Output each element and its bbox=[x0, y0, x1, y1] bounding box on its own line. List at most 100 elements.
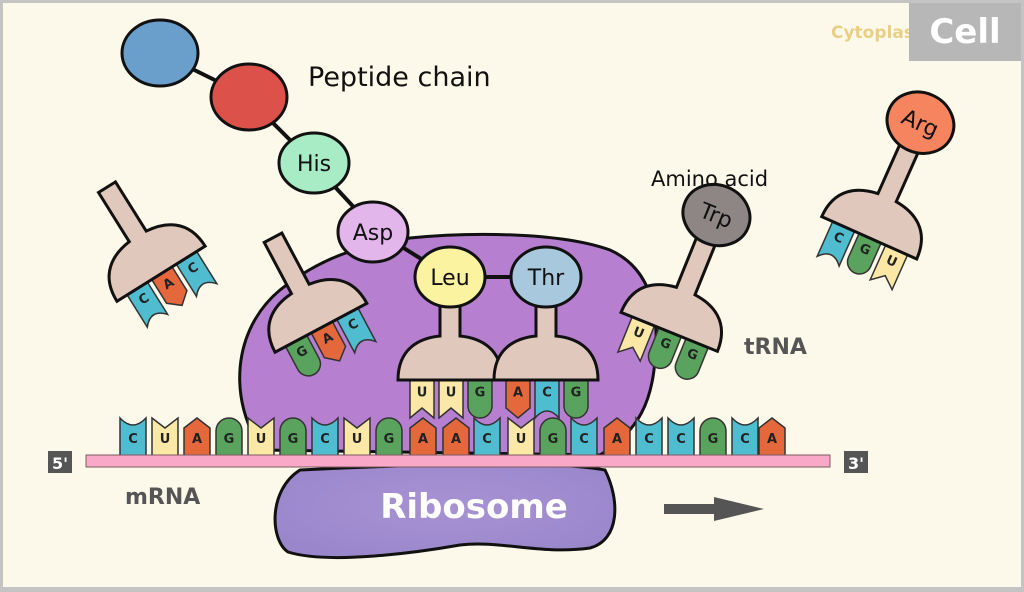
mrna-base-G: G bbox=[279, 417, 307, 457]
mrna-base-G: G bbox=[215, 417, 243, 457]
mrna-base-C: C bbox=[311, 416, 339, 457]
svg-text:C: C bbox=[676, 432, 686, 447]
anticodon-base-G: G bbox=[283, 332, 322, 377]
anticodon-base-U: U bbox=[868, 242, 910, 292]
svg-text:5': 5' bbox=[52, 454, 68, 473]
trna-exiting: GAC bbox=[262, 230, 378, 377]
svg-text:Leu: Leu bbox=[430, 266, 469, 291]
svg-text:A: A bbox=[192, 432, 202, 447]
svg-text:U: U bbox=[446, 385, 457, 400]
anticodon-base-G: G bbox=[563, 377, 589, 419]
amino-acid-his: His bbox=[277, 131, 351, 195]
amino-acid-trp bbox=[681, 182, 752, 248]
svg-text:U: U bbox=[516, 432, 527, 447]
amino-acid-label: Amino acid bbox=[651, 167, 768, 191]
amino-acid-arg bbox=[885, 90, 956, 155]
mrna-base-A: A bbox=[183, 417, 211, 457]
svg-text:G: G bbox=[384, 432, 395, 447]
svg-text:A: A bbox=[767, 432, 777, 447]
mrna-base-A: A bbox=[758, 417, 786, 457]
svg-text:C: C bbox=[740, 432, 750, 447]
peptide-chain-label: Peptide chain bbox=[308, 62, 491, 93]
svg-text:Asp: Asp bbox=[353, 221, 393, 246]
svg-text:A: A bbox=[418, 432, 428, 447]
svg-text:U: U bbox=[160, 432, 171, 447]
svg-text:C: C bbox=[644, 432, 654, 447]
mrna-base-G: G bbox=[539, 417, 567, 457]
svg-text:C: C bbox=[579, 432, 589, 447]
svg-text:U: U bbox=[417, 385, 428, 400]
anticodon-base-U: U bbox=[616, 314, 657, 363]
svg-text:U: U bbox=[631, 324, 646, 342]
amino-acid-asp: Asp bbox=[336, 200, 410, 264]
anticodon-base-C: C bbox=[815, 218, 857, 269]
svg-text:G: G bbox=[475, 385, 486, 400]
anticodon-base-G: G bbox=[467, 377, 493, 419]
svg-text:Thr: Thr bbox=[527, 266, 565, 291]
mrna-base-U: U bbox=[507, 416, 535, 457]
anticodon-base-C: C bbox=[174, 248, 219, 299]
svg-text:C: C bbox=[320, 432, 330, 447]
ribosome-label: Ribosome bbox=[380, 487, 568, 527]
amino-acid-unlabeled bbox=[120, 18, 200, 88]
anticodon-base-U: U bbox=[409, 377, 435, 420]
mrna-base-A: A bbox=[409, 417, 437, 457]
trna-label: tRNA bbox=[744, 335, 807, 360]
svg-text:His: His bbox=[297, 152, 331, 177]
amino-acid-thr: Thr bbox=[509, 245, 583, 309]
svg-text:C: C bbox=[482, 432, 492, 447]
mrna-base-A: A bbox=[603, 417, 631, 457]
trna-body bbox=[96, 179, 208, 304]
mrna-base-G: G bbox=[375, 417, 403, 457]
svg-text:G: G bbox=[658, 335, 674, 353]
svg-text:G: G bbox=[548, 432, 559, 447]
mrna-base-C: C bbox=[473, 416, 501, 457]
svg-text:G: G bbox=[224, 432, 235, 447]
trna-free-left: CAC bbox=[96, 179, 219, 330]
svg-text:C: C bbox=[128, 432, 138, 447]
svg-text:G: G bbox=[571, 385, 582, 400]
svg-text:U: U bbox=[256, 432, 267, 447]
cytoplasm-label: Cytoplasm bbox=[831, 23, 932, 43]
svg-text:A: A bbox=[451, 432, 461, 447]
anticodon-base-G: G bbox=[674, 335, 710, 380]
mrna-base-C: C bbox=[119, 416, 147, 457]
anticodon-base-G: G bbox=[846, 230, 883, 275]
mrna-base-C: C bbox=[731, 416, 759, 457]
five-prime-tag: 5' bbox=[48, 451, 72, 473]
svg-text:U: U bbox=[352, 432, 363, 447]
svg-text:3': 3' bbox=[848, 454, 864, 473]
amino-acid-leu: Leu bbox=[413, 245, 487, 309]
mrna-base-A: A bbox=[442, 417, 470, 457]
mrna-base-C: C bbox=[667, 416, 695, 457]
direction-arrow-icon bbox=[664, 497, 764, 521]
anticodon-base-C: C bbox=[125, 279, 170, 330]
mrna-base-C: C bbox=[635, 416, 663, 457]
anticodon-base-C: C bbox=[334, 305, 378, 356]
mrna-base-U: U bbox=[247, 416, 275, 457]
cell-label: Cell bbox=[909, 3, 1021, 61]
anticodon-base-C: C bbox=[534, 377, 560, 421]
svg-text:G: G bbox=[288, 432, 299, 447]
mrna-base-C: C bbox=[570, 416, 598, 457]
svg-text:G: G bbox=[684, 346, 700, 364]
anticodon-base-G: G bbox=[647, 324, 684, 370]
svg-text:A: A bbox=[513, 385, 523, 400]
mrna-base-U: U bbox=[151, 416, 179, 457]
mrna-strand bbox=[85, 454, 831, 468]
mrna-base-U: U bbox=[343, 416, 371, 457]
trna-body bbox=[262, 230, 369, 355]
three-prime-tag: 3' bbox=[844, 451, 868, 473]
anticodon-base-A: A bbox=[505, 377, 531, 419]
amino-acid-unlabeled bbox=[209, 62, 289, 132]
mrna-base-G: G bbox=[699, 417, 727, 457]
mrna-label: mRNA bbox=[125, 485, 200, 510]
